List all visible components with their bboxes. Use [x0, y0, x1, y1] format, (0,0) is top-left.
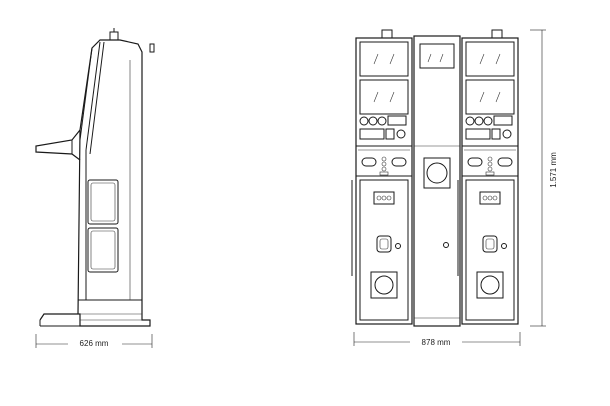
height-dimension: 1.571 mm: [530, 29, 560, 327]
front-width-label: 878 mm: [422, 338, 451, 347]
height-label: 1.571 mm: [549, 152, 558, 188]
left-cabinet: [351, 29, 413, 325]
right-cabinet: [457, 29, 519, 325]
side-width-dimension: 626 mm: [35, 334, 153, 348]
front-view: [351, 29, 519, 327]
front-width-dimension: 878 mm: [353, 332, 521, 347]
side-width-label: 626 mm: [80, 339, 109, 348]
side-view: [35, 28, 155, 327]
center-column: [413, 35, 461, 327]
